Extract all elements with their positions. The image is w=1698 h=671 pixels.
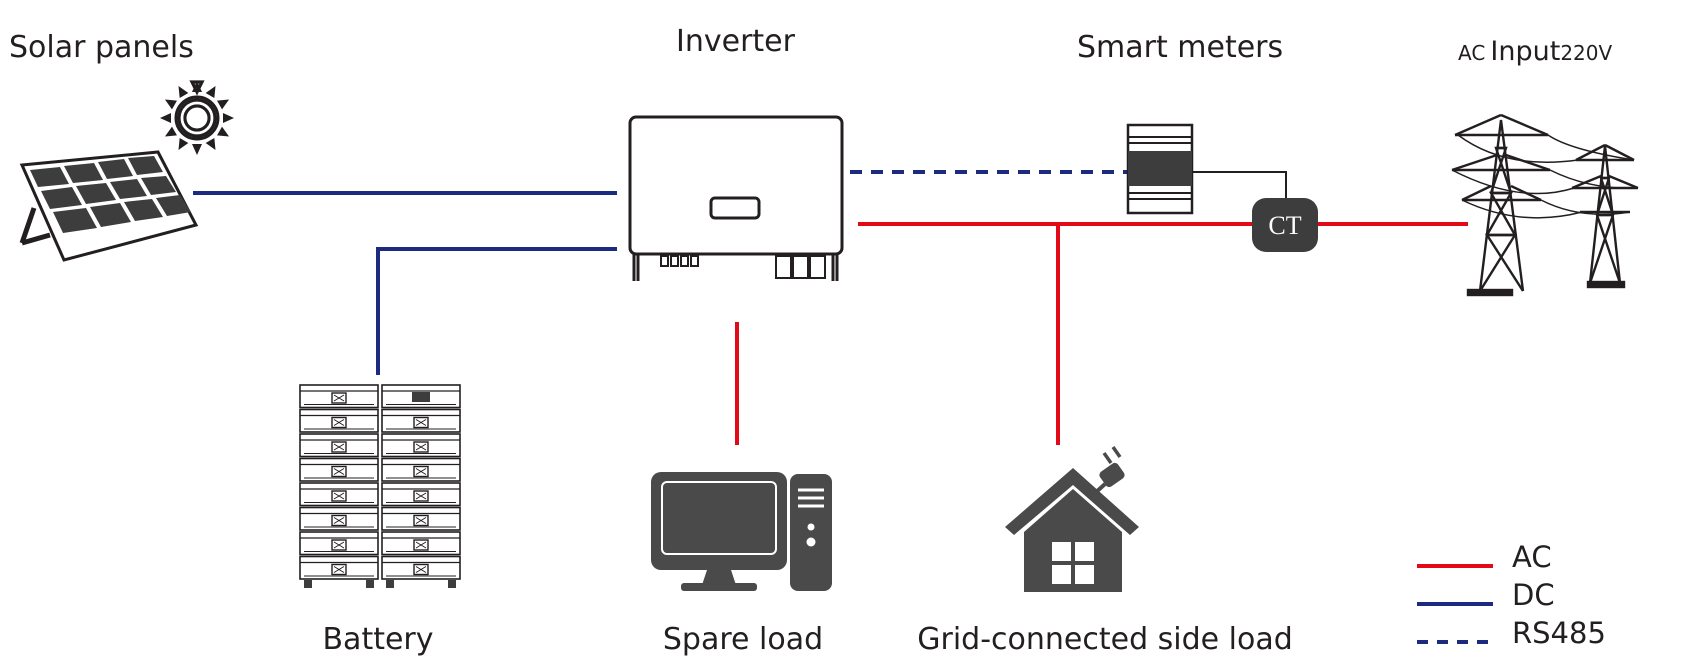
- battery-module: [381, 408, 461, 433]
- solar-panel-icon: [19, 150, 199, 262]
- legend-label-dc: DC: [1512, 578, 1555, 612]
- battery-module: [299, 457, 379, 482]
- battery-foot: [304, 580, 312, 588]
- ac-input-suffix: 220V: [1560, 41, 1613, 65]
- solar-panels-label: Solar panels: [9, 30, 194, 65]
- ac-input-label: AC Input220V: [1458, 36, 1612, 67]
- battery-module: [381, 506, 461, 531]
- grid-side-load-label: Grid-connected side load: [917, 622, 1293, 657]
- battery-foot: [386, 580, 394, 588]
- battery-module: [299, 433, 379, 458]
- computer-icon: [651, 472, 832, 591]
- legend-label-ac: AC: [1512, 540, 1552, 574]
- battery-module: [299, 506, 379, 531]
- battery-module: [381, 433, 461, 458]
- smart-meters-label: Smart meters: [1077, 30, 1284, 65]
- battery-module: [299, 482, 379, 507]
- ac-input-main: Input: [1490, 36, 1561, 67]
- inverter-icon: [628, 115, 844, 281]
- plug-icon: [1092, 445, 1125, 496]
- power-tower-icon: [1451, 113, 1639, 297]
- inverter-label: Inverter: [676, 24, 795, 59]
- battery-module: [299, 555, 379, 580]
- spare-load-label: Spare load: [662, 622, 824, 657]
- battery-label: Battery: [322, 622, 434, 657]
- battery-module: [381, 482, 461, 507]
- smart-meter-icon: [1126, 123, 1194, 215]
- legend-label-rs485: RS485: [1512, 616, 1606, 650]
- sun-icon: [160, 80, 234, 155]
- house-icon: [1005, 468, 1139, 592]
- ct-label: CT: [1268, 211, 1301, 240]
- battery-module: [299, 531, 379, 556]
- battery-module: [381, 531, 461, 556]
- ct-icon: CT: [1252, 198, 1318, 252]
- dc-line-battery-inverter: [376, 247, 617, 375]
- battery-module: [381, 457, 461, 482]
- battery-module: [299, 408, 379, 433]
- battery-module: [381, 384, 461, 409]
- battery-foot: [448, 580, 456, 588]
- battery-module: [381, 555, 461, 580]
- battery-module: [299, 384, 379, 409]
- meter-ct-wire: [1192, 171, 1287, 198]
- battery-rack-icon: [299, 384, 461, 588]
- legend-lines: [1417, 564, 1493, 644]
- ac-input-prefix: AC: [1458, 41, 1486, 65]
- battery-foot: [366, 580, 374, 588]
